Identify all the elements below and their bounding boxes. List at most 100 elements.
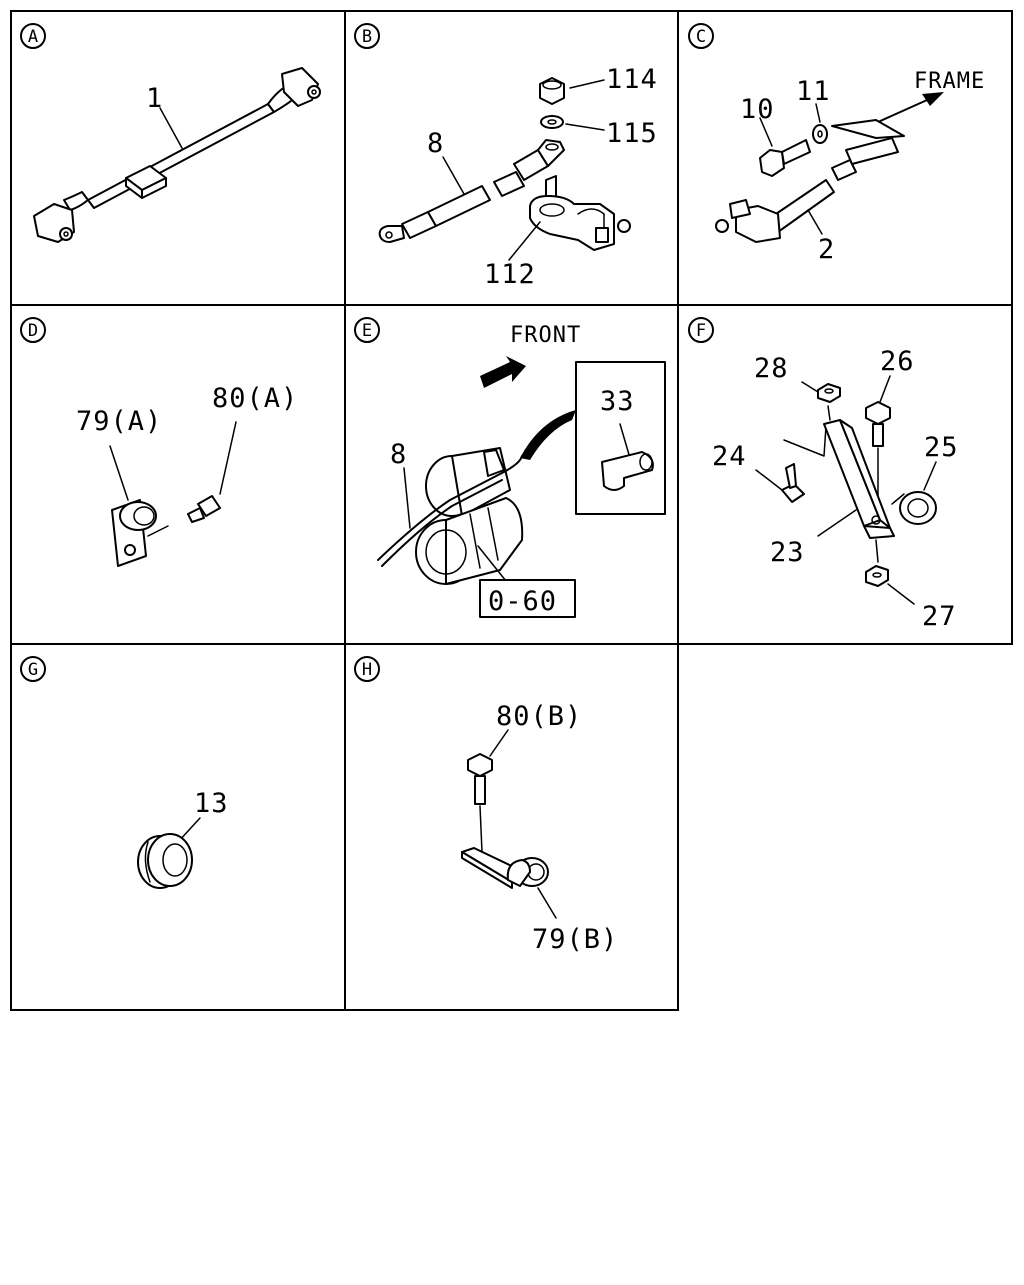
bolt-80b bbox=[467, 753, 493, 805]
panel-e: E FRONT 8 33 0-60 bbox=[354, 317, 666, 618]
grommet-25 bbox=[891, 491, 937, 525]
washer-115 bbox=[540, 115, 564, 129]
label-79a: 79(A) bbox=[76, 406, 162, 437]
ref-box-0-60 bbox=[479, 579, 576, 618]
panel-e-badge: E bbox=[354, 317, 380, 343]
bolt-10 bbox=[759, 139, 811, 177]
clip-79b bbox=[461, 847, 549, 889]
label-115: 115 bbox=[606, 118, 658, 149]
panel-c-letter: C bbox=[696, 27, 706, 47]
bolt-26 bbox=[865, 401, 891, 447]
bolt-80a bbox=[187, 495, 221, 523]
panel-h-badge: H bbox=[354, 656, 380, 682]
leader-26 bbox=[879, 375, 891, 403]
panel-a: A 1 bbox=[20, 23, 321, 243]
battery-cable-1 bbox=[33, 67, 321, 243]
panel-g-badge: G bbox=[20, 656, 46, 682]
panel-d-badge: D bbox=[20, 317, 46, 343]
frame-arrow bbox=[877, 92, 944, 123]
battery-cable-8 bbox=[378, 139, 565, 243]
label-11: 11 bbox=[796, 76, 831, 107]
label-10: 10 bbox=[740, 94, 775, 125]
panel-c-frame bbox=[677, 10, 1013, 306]
battery-cable-8e-edge bbox=[381, 479, 503, 567]
cap-33 bbox=[601, 451, 654, 491]
detail-box-33 bbox=[575, 361, 666, 515]
label-8e: 8 bbox=[390, 439, 407, 470]
label-33: 33 bbox=[600, 386, 635, 417]
panel-f-badge: F bbox=[688, 317, 714, 343]
leader-80b bbox=[489, 729, 509, 757]
clip-79a bbox=[111, 499, 169, 567]
panel-f-letter: F bbox=[696, 321, 706, 341]
nut-27 bbox=[865, 565, 889, 587]
label-27: 27 bbox=[922, 601, 957, 632]
panel-b-badge: B bbox=[354, 23, 380, 49]
leader-28 bbox=[801, 381, 819, 393]
leader-112 bbox=[508, 221, 541, 261]
leader-24 bbox=[755, 469, 783, 491]
panel-grid bbox=[10, 10, 1013, 1011]
panel-h-frame bbox=[344, 643, 679, 1011]
panel-d-frame bbox=[10, 304, 346, 645]
panel-g: G 13 bbox=[20, 656, 229, 889]
label-80a: 80(A) bbox=[212, 383, 298, 414]
label-24: 24 bbox=[712, 441, 747, 472]
label-0-60: 0-60 bbox=[488, 586, 557, 617]
leader-80a bbox=[219, 421, 237, 495]
label-112: 112 bbox=[484, 259, 536, 290]
leader-33 bbox=[619, 423, 631, 459]
bracket-23 bbox=[823, 419, 895, 539]
panel-e-letter: E bbox=[362, 321, 372, 341]
label-28: 28 bbox=[754, 353, 789, 384]
panel-d-letter: D bbox=[28, 321, 38, 341]
panel-a-letter: A bbox=[28, 27, 38, 47]
leader-79b bbox=[537, 887, 557, 919]
panel-d: D 79(A) 80(A) bbox=[20, 317, 298, 567]
leader-114 bbox=[569, 79, 605, 89]
front-arrow bbox=[480, 356, 526, 388]
bolt-24 bbox=[781, 463, 805, 503]
leader-27 bbox=[887, 583, 915, 605]
battery-cable-8e bbox=[377, 455, 523, 561]
leader-23 bbox=[817, 509, 857, 537]
label-79b: 79(B) bbox=[532, 924, 618, 955]
panel-h: H 80(B) 79(B) bbox=[354, 656, 618, 955]
axis-28 bbox=[827, 405, 831, 421]
nut-28 bbox=[817, 383, 841, 403]
leader-8b bbox=[442, 156, 465, 195]
terminal-112 bbox=[529, 175, 631, 251]
label-1: 1 bbox=[146, 83, 163, 114]
panel-f: F 28 26 24 25 bbox=[688, 317, 959, 632]
ground-cable-2 bbox=[715, 119, 905, 243]
label-23: 23 bbox=[770, 537, 805, 568]
leader-1 bbox=[159, 107, 183, 149]
label-114: 114 bbox=[606, 64, 658, 95]
leader-10 bbox=[759, 117, 773, 147]
axis-27 bbox=[875, 539, 879, 563]
panel-h-letter: H bbox=[362, 660, 372, 680]
axis-80b bbox=[479, 805, 483, 853]
leader-11 bbox=[815, 103, 821, 123]
label-25: 25 bbox=[924, 432, 959, 463]
label-13: 13 bbox=[194, 788, 229, 819]
panel-g-frame bbox=[10, 643, 346, 1011]
label-front: FRONT bbox=[510, 323, 581, 348]
panel-a-badge: A bbox=[20, 23, 46, 49]
leader-79a bbox=[109, 445, 129, 501]
leader-8e bbox=[403, 467, 411, 529]
label-8b: 8 bbox=[427, 128, 444, 159]
grommet-13 bbox=[137, 833, 193, 889]
leader-2 bbox=[807, 209, 823, 235]
label-frame: FRAME bbox=[914, 69, 985, 94]
nut-114 bbox=[539, 77, 565, 105]
axis-24 bbox=[783, 425, 827, 457]
label-2: 2 bbox=[818, 234, 835, 265]
label-26: 26 bbox=[880, 346, 915, 377]
panel-b: B 114 115 8 bbox=[354, 23, 658, 290]
panel-c: C FRAME 10 11 2 bbox=[688, 23, 985, 265]
label-80b: 80(B) bbox=[496, 701, 582, 732]
washer-11 bbox=[812, 124, 828, 144]
